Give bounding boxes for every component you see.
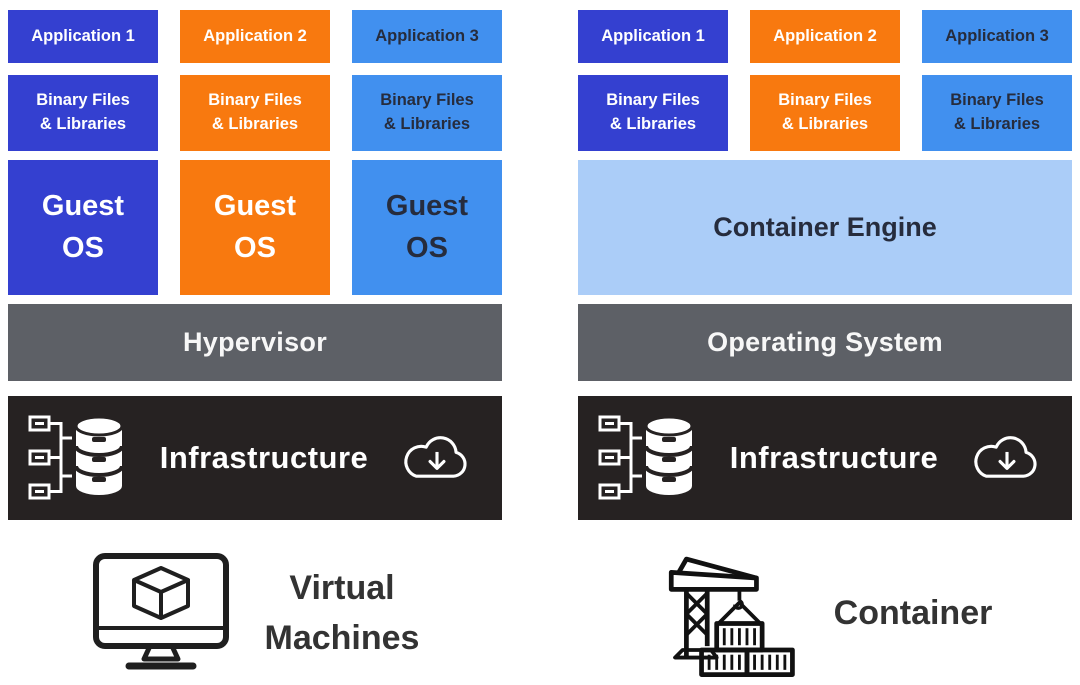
guest-os-line-1: Guest: [41, 190, 125, 223]
ct-binaries-2-block: Binary Files & Libraries: [750, 74, 900, 152]
guest-os-line-2: OS: [234, 232, 276, 265]
vm-caption-line-1: Virtual: [289, 569, 395, 608]
cloud-download-icon: [968, 429, 1046, 487]
vm-applications-row: Application 1 Application 2 Application …: [8, 10, 502, 63]
ct-application-1-block: Application 1: [578, 10, 728, 63]
ct-infrastructure-bar: Infrastructure: [578, 396, 1072, 521]
ct-caption: Container: [834, 589, 993, 638]
vm-binaries-row: Binary Files & Libraries Binary Files & …: [8, 74, 502, 152]
guest-os-line-2: OS: [62, 232, 104, 265]
hypervisor-bar: Hypervisor: [8, 303, 502, 382]
operating-system-bar: Operating System: [578, 303, 1072, 382]
vm-infrastructure-bar: Infrastructure: [8, 396, 502, 521]
vm-application-1-block: Application 1: [8, 10, 158, 63]
database-network-icon: [26, 412, 130, 504]
ct-binaries-1-block: Binary Files & Libraries: [578, 74, 728, 152]
hypervisor-label: Hypervisor: [182, 327, 328, 358]
vm-application-3-label: Application 3: [375, 26, 479, 45]
binaries-line-2: & Libraries: [609, 114, 697, 133]
binaries-line-2: & Libraries: [383, 114, 471, 133]
container-engine-label: Container Engine: [713, 211, 937, 242]
guest-os-line-2: OS: [406, 232, 448, 265]
vm-caption-line-2: Machines: [264, 618, 420, 657]
guest-os-1-block: Guest OS: [8, 160, 158, 295]
binaries-line-1: Binary Files: [950, 90, 1044, 109]
crane-container-icon: [658, 550, 800, 678]
vm-application-1-label: Application 1: [31, 26, 135, 45]
vm-binaries-1-block: Binary Files & Libraries: [8, 74, 158, 152]
ct-application-1-label: Application 1: [601, 26, 705, 45]
ct-caption-row: Container: [578, 542, 1072, 685]
ct-application-2-label: Application 2: [773, 26, 877, 45]
binaries-line-2: & Libraries: [953, 114, 1041, 133]
guest-os-line-1: Guest: [213, 190, 297, 223]
ct-binaries-row: Binary Files & Libraries Binary Files & …: [578, 74, 1072, 152]
binaries-line-1: Binary Files: [208, 90, 302, 109]
binaries-line-1: Binary Files: [36, 90, 130, 109]
guest-os-line-1: Guest: [385, 190, 469, 223]
guest-os-3-block: Guest OS: [352, 160, 502, 295]
binaries-line-1: Binary Files: [606, 90, 700, 109]
ct-binaries-3-block: Binary Files & Libraries: [922, 74, 1072, 152]
operating-system-label: Operating System: [707, 327, 943, 358]
vm-binaries-2-block: Binary Files & Libraries: [180, 74, 330, 152]
monitor-cube-icon: [91, 552, 231, 676]
ct-application-3-block: Application 3: [922, 10, 1072, 63]
guest-os-2-block: Guest OS: [180, 160, 330, 295]
binaries-line-2: & Libraries: [39, 114, 127, 133]
binaries-line-2: & Libraries: [211, 114, 299, 133]
ct-application-3-label: Application 3: [945, 26, 1049, 45]
vm-caption-row: Virtual Machines: [8, 542, 502, 685]
ct-applications-row: Application 1 Application 2 Application …: [578, 10, 1072, 63]
vm-application-2-label: Application 2: [203, 26, 307, 45]
vm-binaries-3-block: Binary Files & Libraries: [352, 74, 502, 152]
vm-caption: Virtual Machines: [265, 564, 420, 663]
container-engine-block: Container Engine: [578, 160, 1072, 295]
database-network-icon: [596, 412, 700, 504]
binaries-line-2: & Libraries: [781, 114, 869, 133]
binaries-line-1: Binary Files: [380, 90, 474, 109]
vm-application-3-block: Application 3: [352, 10, 502, 63]
virtual-machines-panel: Application 1 Application 2 Application …: [8, 10, 502, 685]
ct-application-2-block: Application 2: [750, 10, 900, 63]
vm-guest-os-row: Guest OS Guest OS Guest OS: [8, 160, 502, 295]
infrastructure-label: Infrastructure: [159, 440, 369, 476]
vm-application-2-block: Application 2: [180, 10, 330, 63]
infrastructure-label: Infrastructure: [729, 440, 939, 476]
ct-caption-label: Container: [833, 593, 993, 632]
cloud-download-icon: [398, 429, 476, 487]
binaries-line-1: Binary Files: [778, 90, 872, 109]
container-panel: Application 1 Application 2 Application …: [578, 10, 1072, 685]
